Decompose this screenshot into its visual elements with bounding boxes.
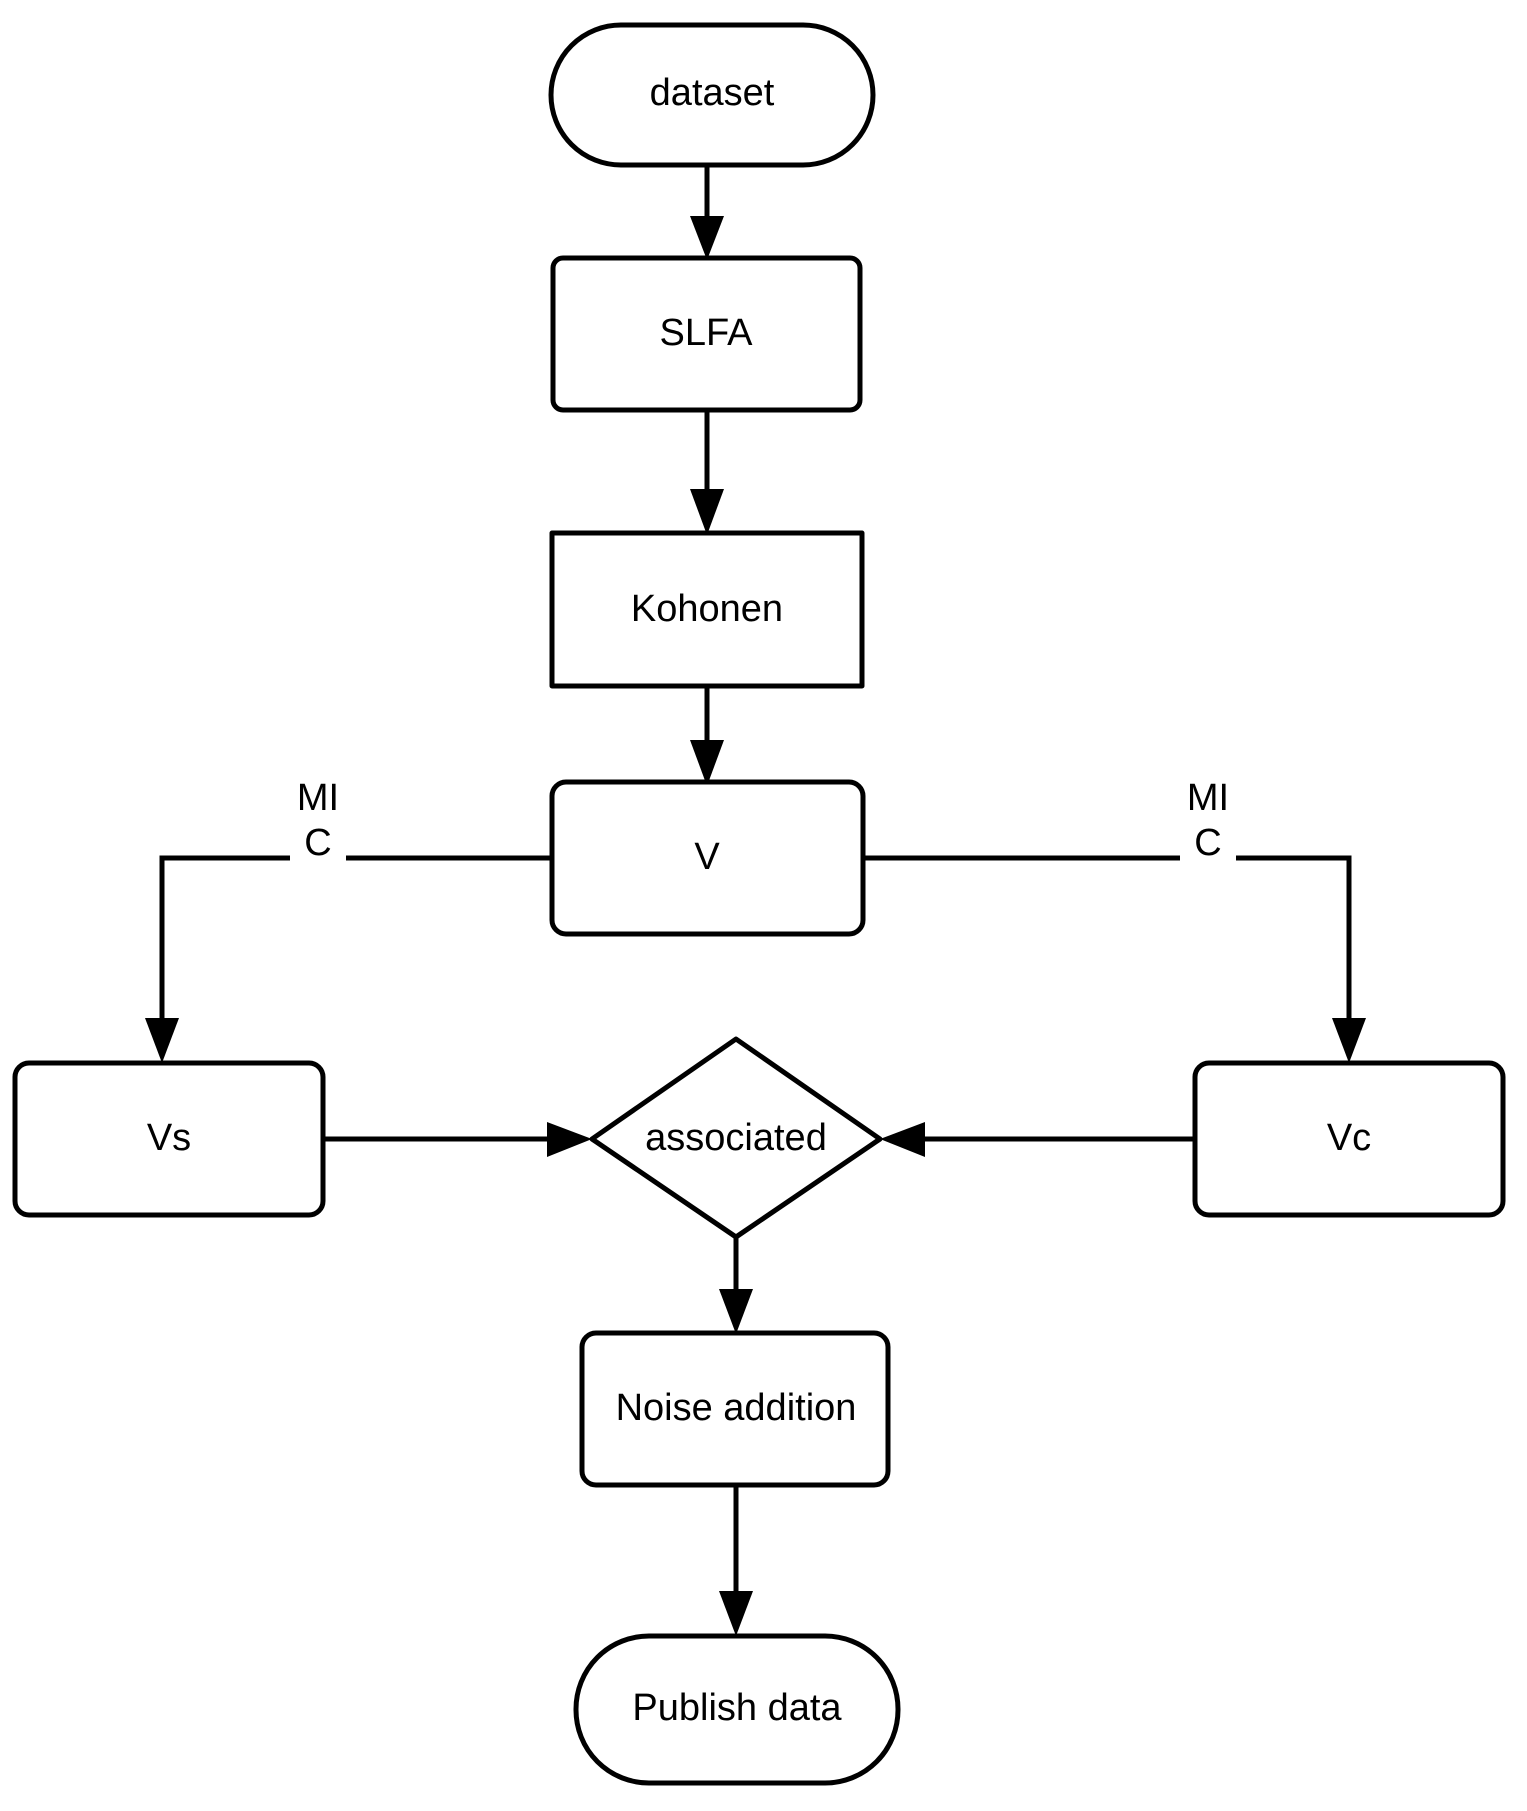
edge-label-right-c: C: [1194, 822, 1221, 864]
node-publish-data[interactable]: Publish data: [573, 1633, 901, 1786]
edge-associated-to-noise-addition: [719, 1237, 753, 1334]
edge-kohonen-to-v: [690, 686, 724, 786]
edge-v-to-vs: [145, 855, 552, 1063]
label-backdrop: [290, 776, 346, 870]
edge-label-left-c: C: [304, 822, 331, 864]
node-v[interactable]: V: [549, 779, 866, 937]
edge-slfa-to-kohonen: [690, 410, 724, 535]
node-shape: [548, 22, 876, 168]
edge-line: [863, 855, 1352, 1040]
arrowhead-icon: [690, 740, 724, 786]
node-associated[interactable]: associated: [589, 1036, 883, 1240]
arrowhead-icon: [690, 489, 724, 535]
node-dataset[interactable]: dataset: [548, 22, 876, 168]
edge-vs-to-associated: [323, 1122, 592, 1157]
node-shape: [12, 1060, 326, 1218]
node-label-kohonen: Kohonen: [631, 588, 783, 630]
node-shape: [1192, 1060, 1506, 1218]
arrowhead-icon: [719, 1591, 753, 1636]
node-label-publish-data: Publish data: [632, 1687, 842, 1729]
node-label-vc: Vc: [1327, 1117, 1371, 1159]
node-shape: [549, 530, 865, 689]
arrowhead-icon: [719, 1289, 753, 1334]
node-kohonen[interactable]: Kohonen: [549, 530, 865, 689]
node-label-vs: Vs: [147, 1117, 191, 1159]
arrowhead-icon: [1332, 1018, 1366, 1063]
node-label-slfa: SLFA: [660, 312, 754, 354]
node-label-dataset: dataset: [650, 72, 775, 114]
node-noise-addition[interactable]: Noise addition: [579, 1330, 891, 1488]
node-label-associated: associated: [645, 1117, 827, 1159]
node-shape: [550, 255, 863, 413]
node-shape: [579, 1330, 891, 1488]
node-vc[interactable]: Vc: [1192, 1060, 1506, 1218]
edge-label-right: MI C: [1180, 776, 1236, 870]
node-shape: [549, 779, 866, 937]
arrowhead-icon: [690, 216, 724, 260]
edge-vc-to-associated: [880, 1122, 1195, 1157]
edge-v-to-vc: [863, 855, 1366, 1063]
arrowhead-icon: [145, 1018, 179, 1063]
edge-label-left-mi: MI: [297, 777, 339, 819]
arrowhead-icon: [547, 1122, 592, 1157]
edge-label-right-mi: MI: [1187, 777, 1229, 819]
edge-line: [159, 855, 552, 1040]
node-vs[interactable]: Vs: [12, 1060, 326, 1218]
edge-dataset-to-slfa: [690, 165, 724, 260]
node-label-v: V: [694, 836, 720, 878]
node-slfa[interactable]: SLFA: [550, 255, 863, 413]
node-label-noise-addition: Noise addition: [616, 1387, 857, 1429]
arrowhead-icon: [880, 1122, 925, 1157]
edge-noise-addition-to-publish-data: [719, 1485, 753, 1636]
node-shape: [589, 1036, 883, 1240]
edge-label-left: MI C: [290, 776, 346, 870]
node-shape: [573, 1633, 901, 1786]
label-backdrop: [1180, 776, 1236, 870]
